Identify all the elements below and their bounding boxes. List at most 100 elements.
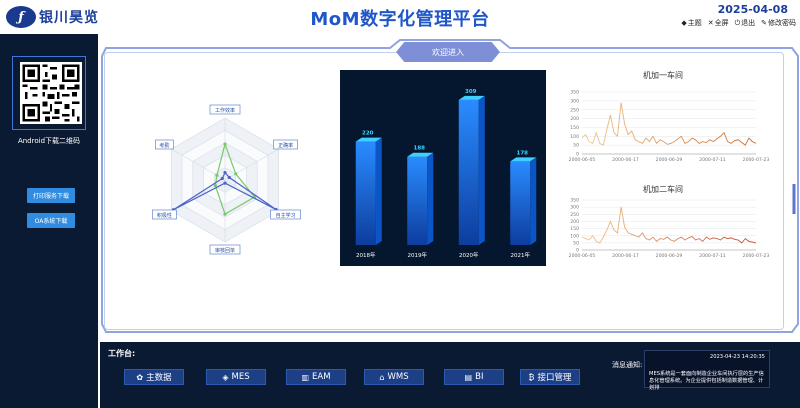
radar-indicator-label: 审核回单	[209, 244, 241, 255]
edit-password-icon: ✎	[761, 19, 767, 27]
eam-label: EAM	[312, 372, 331, 382]
welcome-banner: 欢迎进入	[396, 42, 500, 62]
radar-point	[223, 142, 227, 146]
bar-value-label: 188	[414, 146, 426, 152]
master-data-button[interactable]: ✿主数据	[124, 369, 184, 385]
y-tick-label: 0	[576, 152, 579, 158]
header-bar: ƒ 银川昊览 MoM数字化管理平台 2025-04-08 ◆主题 ✕全屏 ⏻退出…	[0, 0, 800, 34]
bar-category-label: 2019年	[408, 251, 428, 259]
oa-system-download-button[interactable]: OA系统下载	[27, 213, 75, 228]
radar-point	[234, 172, 238, 176]
change-password-button[interactable]: ✎修改密码	[761, 18, 796, 28]
left-panel-footer	[0, 395, 98, 408]
x-tick-label: 2000-06-17	[612, 157, 639, 163]
radar-indicator-label: 正确率	[273, 139, 298, 150]
y-tick-label: 100	[570, 233, 579, 239]
y-tick-label: 100	[570, 134, 579, 140]
radar-point	[213, 183, 217, 188]
x-tick-label: 2000-07-23	[743, 157, 770, 163]
bar-top-face	[355, 137, 382, 142]
radar-point	[223, 170, 227, 175]
radar-point	[215, 173, 219, 177]
current-date: 2025-04-08	[717, 3, 788, 16]
change-password-label: 修改密码	[768, 19, 796, 27]
bar-top-face	[407, 152, 434, 157]
x-tick-label: 2000-06-05	[569, 157, 596, 163]
theme-icon: ◆	[681, 19, 687, 27]
radar-indicator-text: 积极性	[157, 212, 172, 219]
radar-point	[223, 181, 227, 185]
print-service-download-button[interactable]: 打印服务下载	[27, 188, 75, 203]
bar-top-face	[458, 95, 485, 100]
bar-chart-icon: ▥	[301, 372, 310, 382]
radar-indicator-label: 工作效率	[209, 104, 241, 115]
bar-side-face	[427, 152, 434, 245]
y-tick-label: 300	[570, 205, 579, 211]
wms-button[interactable]: ⌂WMS	[364, 369, 424, 385]
logout-icon: ⏻	[734, 19, 741, 27]
bar	[407, 156, 428, 245]
bar	[458, 99, 479, 245]
radar-indicator-text: 工作效率	[215, 107, 235, 114]
line-series	[581, 207, 757, 244]
radar-point	[227, 175, 231, 180]
theme-button[interactable]: ◆主题	[681, 18, 701, 28]
theme-label: 主题	[687, 19, 702, 27]
radar-axis	[224, 148, 279, 181]
interface-management-label: 接口管理	[537, 373, 572, 383]
y-tick-label: 200	[570, 219, 579, 225]
brand-name: 银川昊览	[39, 10, 99, 26]
bar-side-face	[478, 95, 485, 245]
radar-indicator-text: 考勤	[159, 142, 169, 149]
y-tick-label: 150	[570, 226, 579, 232]
y-tick-label: 350	[570, 90, 579, 96]
bar-value-label: 220	[362, 131, 374, 137]
bi-label: BI	[475, 372, 484, 382]
x-tick-label: 2000-06-17	[612, 253, 639, 259]
radar-indicator-text: 审核回单	[215, 247, 235, 254]
qr-frame	[12, 56, 86, 130]
x-tick-label: 2000-07-23	[743, 253, 770, 259]
app-title: MoM数字化管理平台	[310, 9, 490, 30]
x-tick-label: 2000-07-11	[699, 253, 726, 259]
workbench-label: 工作台:	[108, 349, 136, 358]
logout-button[interactable]: ⏻退出	[735, 18, 756, 28]
bar-value-label: 309	[465, 89, 477, 95]
brand-mark-icon: ƒ	[6, 6, 36, 28]
home-icon: ⌂	[379, 372, 385, 382]
y-tick-label: 200	[570, 116, 579, 122]
bar	[355, 141, 376, 245]
x-tick-label: 2000-06-05	[569, 253, 596, 259]
radar-indicator-box	[209, 104, 241, 115]
y-tick-label: 300	[570, 98, 579, 104]
radar-indicator-box	[152, 209, 177, 220]
y-tick-label: 50	[573, 143, 579, 149]
wms-label: WMS	[387, 372, 409, 382]
radar-point	[220, 176, 224, 181]
radar-indicator-label: 自主学习	[270, 209, 301, 220]
bar-top-face	[510, 157, 537, 162]
bar-category-label: 2018年	[356, 251, 376, 259]
bar	[510, 161, 531, 245]
bar-category-label: 2020年	[459, 251, 479, 259]
radar-indicator-text: 正确率	[278, 142, 293, 149]
fullscreen-button[interactable]: ✕全屏	[708, 18, 729, 28]
line-chart-2-title: 机加二车间	[643, 185, 683, 194]
radar-indicator-box	[270, 209, 301, 220]
bi-button[interactable]: ▤BI	[444, 369, 504, 385]
notice-label: 消息通知:	[612, 361, 643, 369]
y-tick-label: 350	[570, 198, 579, 204]
x-tick-label: 2000-06-29	[656, 157, 683, 163]
brand-logo: ƒ 银川昊览	[6, 6, 99, 28]
eam-button[interactable]: ▥EAM	[286, 369, 346, 385]
y-tick-label: 50	[573, 240, 579, 246]
bar-value-label: 178	[517, 150, 529, 156]
bar-side-face	[530, 157, 537, 245]
notice-box[interactable]: 2023-04-23 14:20:35 MES系统是一套面向制造企业车间执行层的…	[644, 350, 770, 391]
mes-button[interactable]: ◈MES	[206, 369, 266, 385]
interface-management-button[interactable]: ₿接口管理	[520, 369, 580, 385]
y-tick-label: 250	[570, 212, 579, 218]
